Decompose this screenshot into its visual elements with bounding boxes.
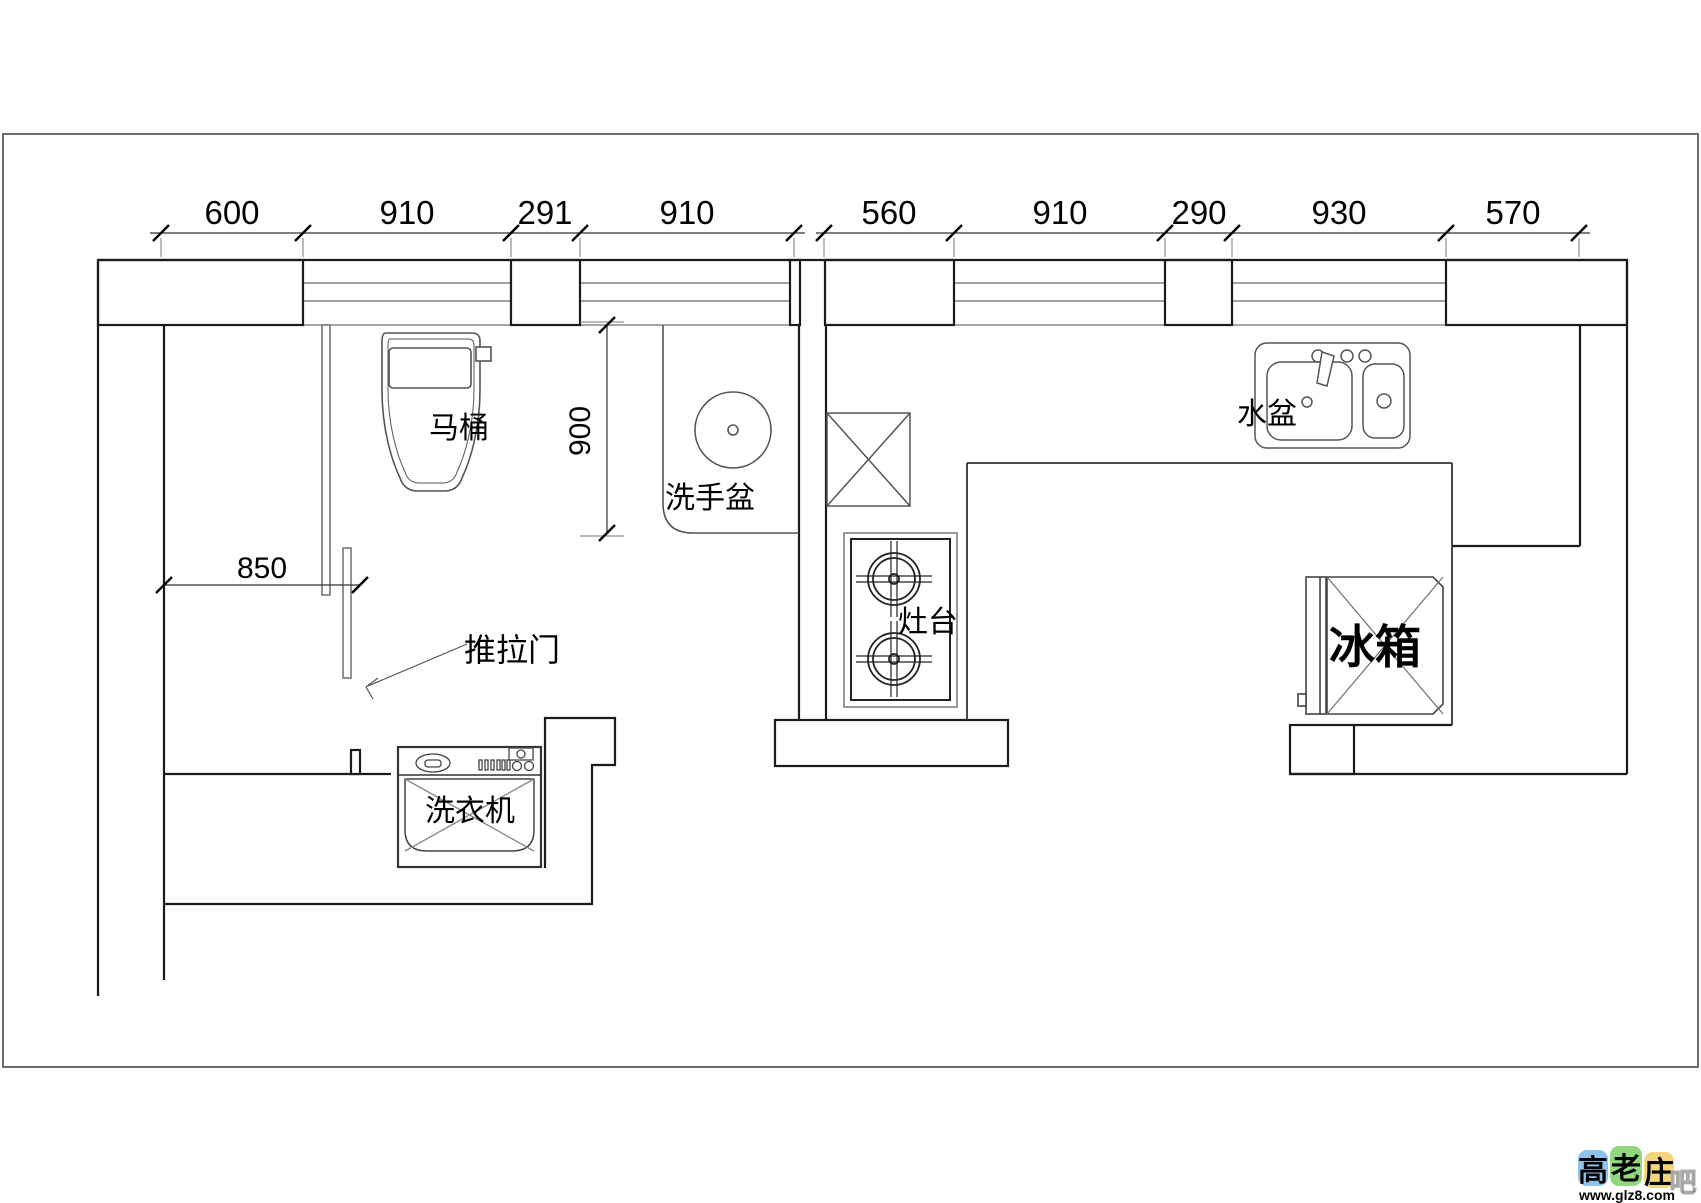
top-dimension-chain — [150, 224, 1590, 257]
watermark-square-green — [1610, 1146, 1642, 1186]
window-3 — [953, 259, 1166, 326]
wall-pier — [509, 258, 582, 327]
wall-pier — [1444, 258, 1629, 327]
hand-basin-label: 洗手盆 — [665, 482, 755, 515]
watermark-char-3: 庄 — [1644, 1156, 1674, 1190]
dim-910-b: 910 — [659, 194, 714, 231]
dim-600: 600 — [204, 194, 259, 231]
stove-label: 灶台 — [898, 606, 958, 639]
watermark-char-4: 吧 — [1670, 1168, 1697, 1198]
door-jamb-stub — [349, 748, 362, 776]
watermark-square-yellow — [1644, 1152, 1674, 1188]
stove-symbol — [843, 532, 958, 708]
dim-560: 560 — [861, 194, 916, 231]
top-dimension-labels: 600 910 291 910 560 910 290 930 570 — [204, 194, 1540, 231]
flush-button — [475, 346, 492, 362]
watermark-char-2: 老 — [1611, 1153, 1641, 1186]
dim-900-label: 900 — [564, 406, 597, 456]
fridge-symbol — [1297, 576, 1444, 715]
hand-basin-symbol — [662, 325, 799, 534]
sliding-door-symbol — [321, 324, 352, 679]
wall-pier — [1163, 258, 1234, 327]
dim-290: 290 — [1171, 194, 1226, 231]
wall-pier — [823, 258, 956, 327]
dimension-850: 850 — [155, 552, 369, 594]
sliding-door-label: 推拉门 — [464, 632, 560, 668]
burner-crosshairs — [856, 541, 932, 697]
wall-pier — [788, 258, 802, 327]
kitchen-counter-edges — [966, 462, 1453, 725]
wall-pier — [96, 258, 305, 327]
kitchen-sink-label: 水盆 — [1237, 398, 1297, 431]
wall-block — [1288, 723, 1356, 776]
faucet-spout — [1316, 351, 1335, 387]
toilet-symbol — [381, 332, 492, 492]
watermark: 高 老 庄 吧 www.glz8.com — [1578, 1146, 1697, 1203]
dim-910-c: 910 — [1032, 194, 1087, 231]
wall-block — [773, 718, 1010, 768]
flue-duct — [826, 412, 911, 507]
kitchen-sink-symbol — [1254, 342, 1411, 449]
toilet-label: 马桶 — [429, 412, 489, 445]
watermark-char-1: 高 — [1578, 1155, 1608, 1188]
dimension-900: 900 — [564, 316, 624, 542]
drawing-frame — [2, 133, 1699, 1068]
dim-291: 291 — [517, 194, 572, 231]
dim-570: 570 — [1485, 194, 1540, 231]
window-4 — [1231, 259, 1447, 326]
dim-930: 930 — [1311, 194, 1366, 231]
sliding-door-leader — [365, 643, 468, 700]
window-1 — [302, 259, 512, 326]
watermark-url: www.glz8.com — [1578, 1187, 1675, 1203]
fridge-label: 冰箱 — [1329, 621, 1421, 673]
dim-850-label: 850 — [237, 552, 287, 585]
washing-machine-label: 洗衣机 — [425, 795, 515, 828]
watermark-square-blue — [1578, 1150, 1608, 1186]
walls — [96, 258, 1629, 996]
washing-machine-symbol — [396, 745, 543, 869]
dim-910-a: 910 — [379, 194, 434, 231]
window-2 — [579, 259, 791, 326]
